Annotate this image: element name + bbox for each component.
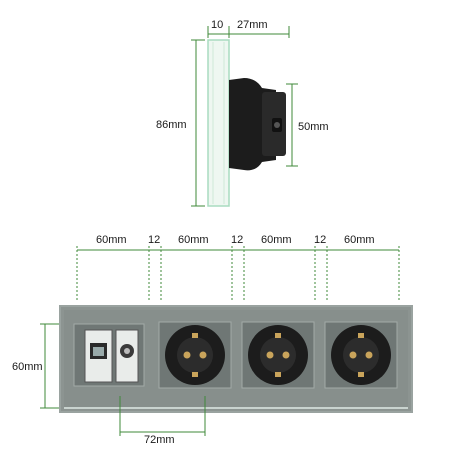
glass-plate (207, 39, 230, 207)
panel-height-label: 60mm (12, 361, 43, 373)
front-view-dimensions (76, 246, 400, 300)
module-width-label-2: 60mm (178, 234, 209, 246)
wall-panel (59, 305, 413, 413)
glass-thickness-label: 10 (211, 19, 223, 31)
module-height-label: 50mm (298, 121, 329, 133)
depth-label: 27mm (237, 19, 268, 31)
side-view: 10 27mm 86mm 50mm (156, 19, 329, 207)
gap-label-1: 12 (148, 234, 160, 246)
gap-label-2: 12 (231, 234, 243, 246)
data-tv-module (73, 323, 145, 387)
gap-label-3: 12 (314, 234, 326, 246)
fixing-distance-dimension (119, 396, 206, 436)
module-width-label-1: 60mm (96, 234, 127, 246)
fixing-distance-label: 72mm (144, 434, 175, 446)
height-label: 86mm (156, 119, 187, 131)
module-width-label-3: 60mm (261, 234, 292, 246)
socket-module-3 (324, 321, 398, 389)
socket-module-2 (241, 321, 315, 389)
module-width-label-4: 60mm (344, 234, 375, 246)
socket-module-1 (158, 321, 232, 389)
